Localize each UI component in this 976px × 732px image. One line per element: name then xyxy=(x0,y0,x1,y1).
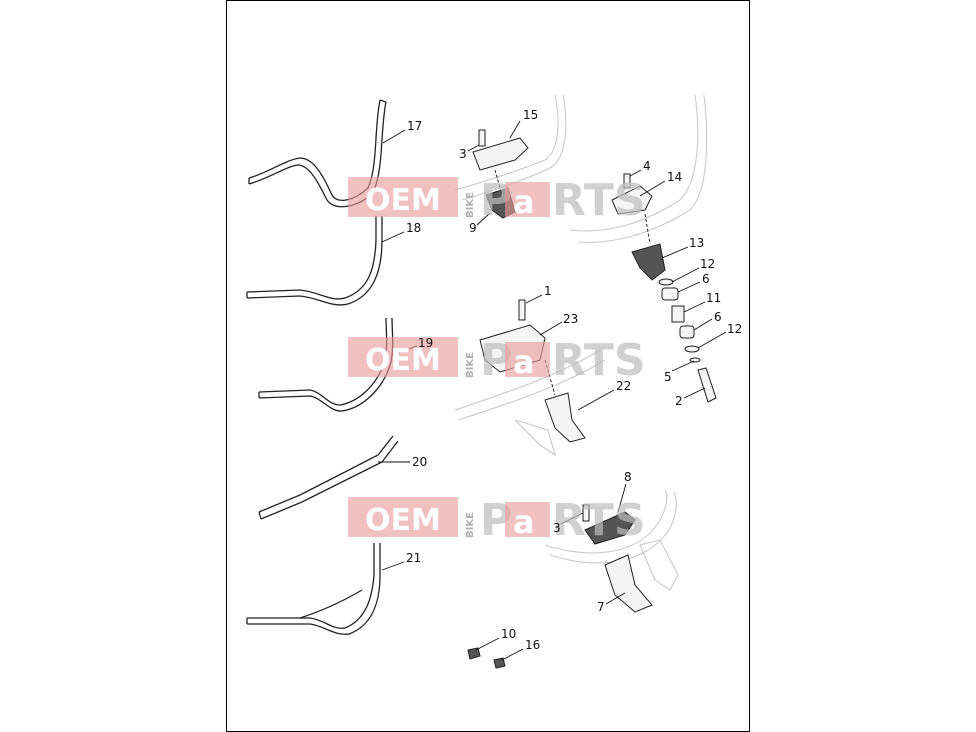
bushing-6-bottom xyxy=(679,325,695,339)
callout-6-bottom: 6 xyxy=(714,310,722,324)
callout-1: 1 xyxy=(544,284,552,298)
watermark-bike-text: BIKE xyxy=(465,512,476,538)
screw-4 xyxy=(623,173,631,189)
callout-2: 2 xyxy=(675,394,683,408)
washer-12-top xyxy=(658,278,674,286)
watermark-bike-text: BIKE xyxy=(465,352,476,378)
watermark-a-text: a xyxy=(513,183,535,221)
screw-1 xyxy=(518,299,526,321)
leader-lines xyxy=(378,120,727,661)
callout-6-top: 6 xyxy=(702,272,710,286)
watermark-rts-text: RTS xyxy=(552,495,646,546)
clamp-15 xyxy=(472,137,529,171)
watermark-oem-text: OEM xyxy=(365,183,441,218)
callout-20: 20 xyxy=(412,455,427,469)
watermark-bike-text: BIKE xyxy=(465,192,476,218)
watermark-a-box xyxy=(505,502,550,537)
callout-10: 10 xyxy=(501,627,516,641)
callout-19: 19 xyxy=(418,336,433,350)
bolt-2 xyxy=(697,367,717,403)
watermark-3: OEM BIKE P a RTS xyxy=(348,495,646,546)
watermark-oem-box xyxy=(348,177,458,217)
callout-3-bottom: 3 xyxy=(553,521,561,535)
callout-labels: 17 18 19 20 21 15 3 9 4 14 13 12 6 11 6 … xyxy=(406,108,742,652)
watermark-a-text: a xyxy=(513,503,535,541)
handlebar-21 xyxy=(246,543,381,635)
callout-12-bottom: 12 xyxy=(727,322,742,336)
callout-14: 14 xyxy=(667,170,682,184)
watermark-oem-box xyxy=(348,497,458,537)
callout-21: 21 xyxy=(406,551,421,565)
riser-22 xyxy=(544,392,586,443)
callout-9: 9 xyxy=(469,221,477,235)
watermark-oem-box xyxy=(348,337,458,377)
watermark-rts-text: RTS xyxy=(552,335,646,386)
callout-12-top: 12 xyxy=(700,257,715,271)
spacer-11 xyxy=(671,305,685,323)
fasteners-10-16 xyxy=(467,647,506,669)
callout-4: 4 xyxy=(643,159,651,173)
callout-13: 13 xyxy=(689,236,704,250)
watermark-oem-text: OEM xyxy=(365,503,441,538)
bushing-6-top xyxy=(661,287,679,301)
callout-17: 17 xyxy=(407,119,422,133)
handlebar-18 xyxy=(246,216,383,306)
clamp-assembly-8 xyxy=(582,504,653,613)
watermark-a-box xyxy=(505,342,550,377)
callout-7: 7 xyxy=(597,600,605,614)
watermark-a-text: a xyxy=(513,343,535,381)
riser-7 xyxy=(604,554,653,613)
clip-16 xyxy=(493,657,506,669)
handlebar-17 xyxy=(248,99,387,208)
washer-5 xyxy=(689,357,701,363)
diagram-frame xyxy=(226,0,750,732)
callout-5: 5 xyxy=(664,370,672,384)
callout-16: 16 xyxy=(525,638,540,652)
watermark-oem-text: OEM xyxy=(365,343,441,378)
callout-11: 11 xyxy=(706,291,721,305)
screw-3-top xyxy=(478,129,486,147)
callout-8: 8 xyxy=(624,470,632,484)
watermark-rts-text: RTS xyxy=(552,175,646,226)
watermark-2: OEM BIKE P a RTS xyxy=(348,335,646,386)
watermark-a-box xyxy=(505,182,550,217)
callout-23: 23 xyxy=(563,312,578,326)
handlebar-20 xyxy=(258,435,399,520)
ghost-handlebars xyxy=(454,94,708,591)
riser-13 xyxy=(631,243,666,281)
callout-15: 15 xyxy=(523,108,538,122)
riser-assembly-13 xyxy=(611,173,717,403)
nut-10 xyxy=(467,647,481,660)
washer-12-bottom xyxy=(684,345,700,353)
callout-18: 18 xyxy=(406,221,421,235)
clamp-8 xyxy=(584,511,636,545)
watermark-1: OEM BIKE P a RTS xyxy=(348,175,646,226)
callout-3-top: 3 xyxy=(459,147,467,161)
callout-22: 22 xyxy=(616,379,631,393)
clamp-14 xyxy=(611,185,653,215)
